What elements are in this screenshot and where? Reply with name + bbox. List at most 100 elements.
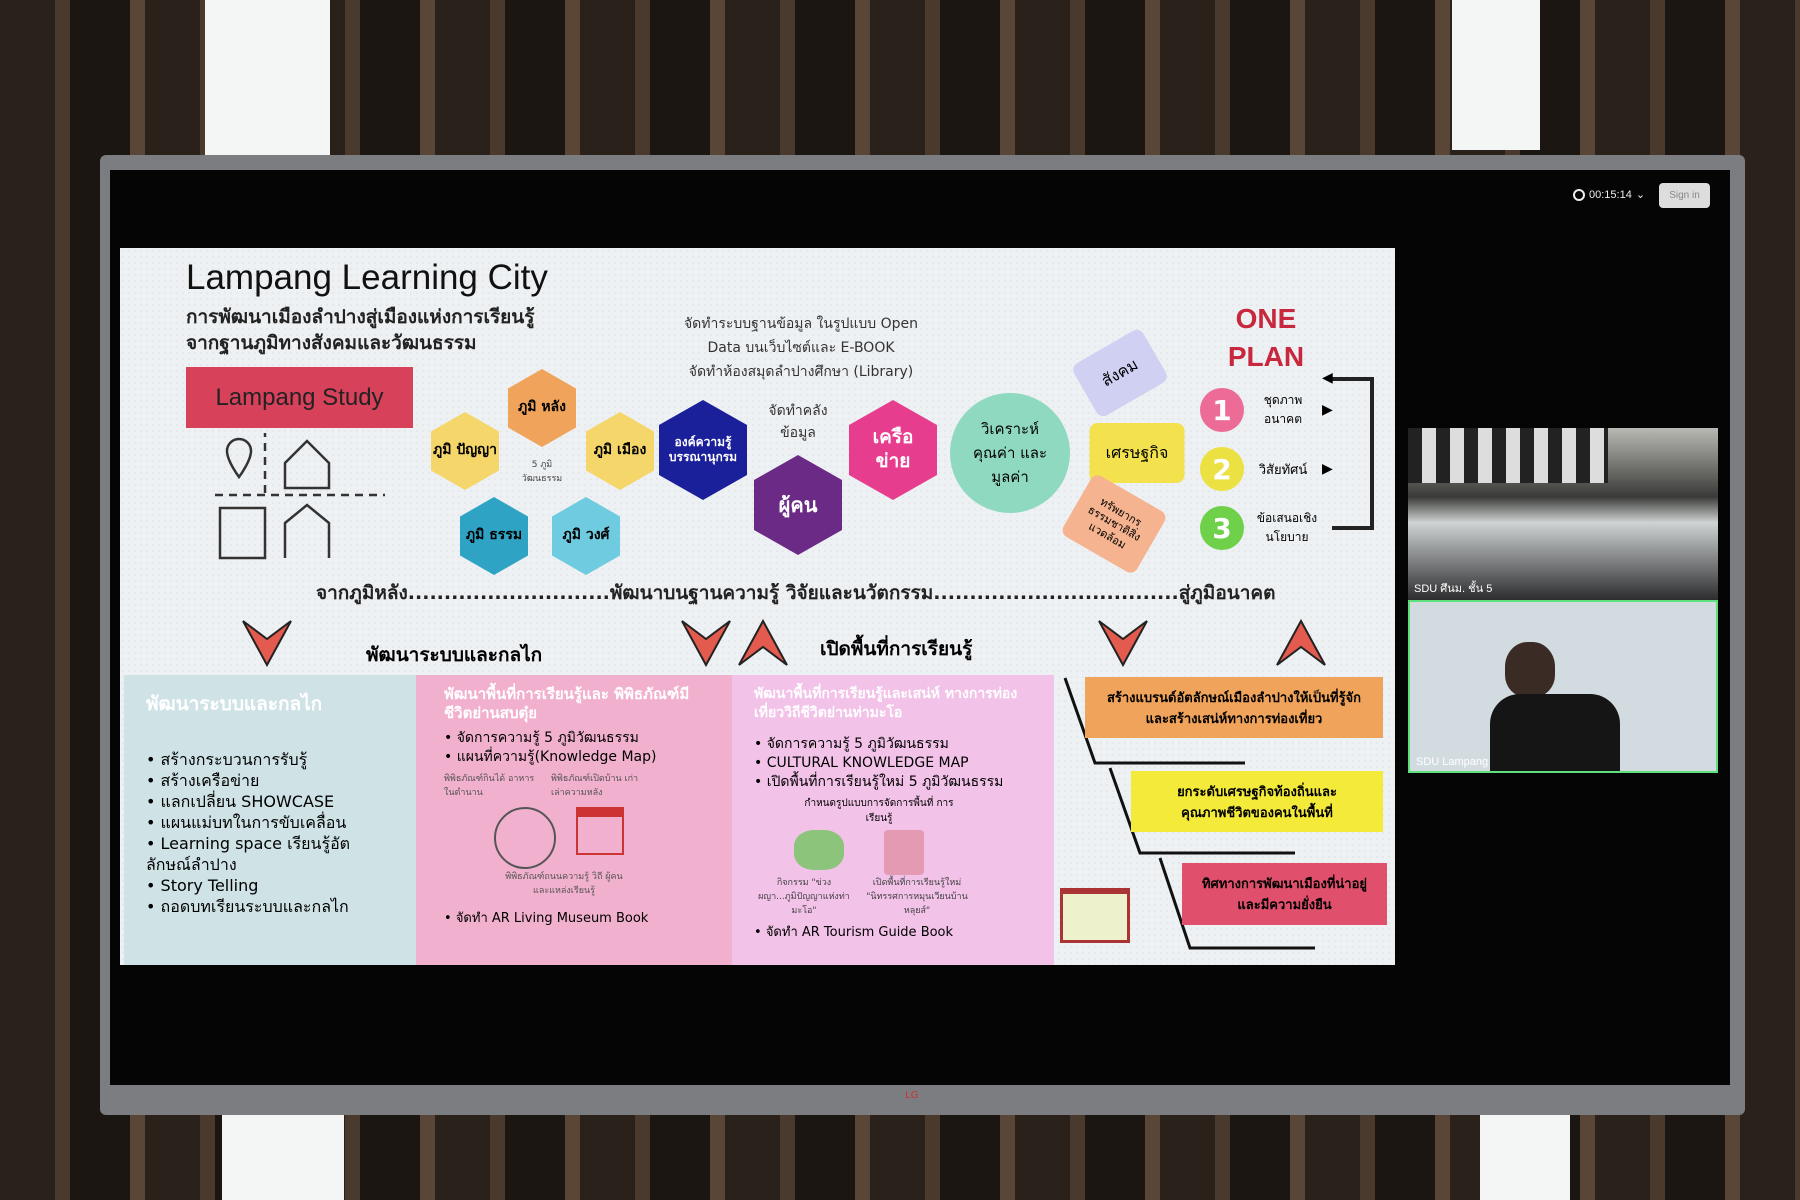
- list-item: ถอดบทเรียนระบบและกลไก: [146, 896, 394, 917]
- speaker-head: [1505, 642, 1555, 697]
- plan-label: ชุดภาพ อนาคต: [1263, 393, 1303, 426]
- video-feed: [1408, 428, 1608, 483]
- down-chevron-icon: [681, 620, 731, 668]
- speaker-body: [1490, 694, 1620, 771]
- slide-subtitle: การพัฒนาเมืองลำปางสู่เมืองแห่งการเรียนรู…: [186, 306, 535, 328]
- list-item: จัดทำ AR Living Museum Book: [444, 907, 704, 928]
- list-item: Story Telling: [146, 875, 394, 896]
- house-icon: [283, 439, 331, 490]
- food-plate-icon: [494, 807, 556, 869]
- goal-box-direction: ทิศทางการพัฒนาเมืองที่น่าอยู่และมีความยั…: [1182, 863, 1387, 925]
- plan-item: 2 วิสัยทัศน์ ▶: [1200, 447, 1333, 491]
- exhibition-icon: [884, 830, 924, 875]
- down-chevron-icon: [242, 620, 292, 668]
- window-light: [1480, 1105, 1570, 1200]
- one-plan-title: ONE PLAN: [1227, 303, 1305, 372]
- list-item: เปิดพื้นที่การเรียนรู้ใหม่ 5 ภูมิวัฒนธรร…: [754, 773, 1032, 792]
- caption: เปิดพื้นที่การเรียนรู้ใหม่ "นิทรรศการหมุ…: [866, 878, 968, 916]
- participant-name: SDU Lampang: [1416, 756, 1489, 768]
- shop-icon: [218, 506, 267, 560]
- list-item: CULTURAL KNOWLEDGE MAP: [754, 754, 1032, 773]
- caption: พิพิธภัณฑ์เปิดบ้าน เก่าเล่าความหลัง: [551, 774, 639, 798]
- museum-building-icon: [576, 807, 624, 855]
- analyze-circle: วิเคราะห์ คุณค่า และมูลค่า: [950, 393, 1070, 513]
- data-warehouse-text: จัดทำคลัง ข้อมูล: [768, 403, 828, 441]
- list-item: Learning space เรียนรู้อัตลักษณ์ลำปาง: [146, 833, 394, 875]
- stair-lines: [1063, 677, 1315, 950]
- panel-title: พัฒนาพื้นที่การเรียนรู้และ พิพิธภัณฑ์มีช…: [444, 685, 690, 722]
- list-item: แผนที่ความรู้(Knowledge Map): [444, 748, 704, 767]
- people-activity-icon: [794, 830, 844, 870]
- caption: พิพิธภัณฑ์กินได้ อาหารในตำนาน: [444, 774, 535, 798]
- petal-social: สังคม: [1070, 327, 1170, 419]
- video-tile-speaker[interactable]: SDU Lampang: [1408, 600, 1718, 773]
- hex-phum-panya: ภูมิ ปัญญา: [431, 412, 499, 490]
- five-phum-label: 5 ภูมิ วัฒนธรรม: [521, 460, 563, 484]
- play-arrow-icon: ▶: [1322, 461, 1333, 477]
- petal-resource: ทรัพยากร ธรรมชาติสิ่ง แวดล้อม: [1059, 472, 1169, 576]
- hex-phum-muang: ภูมิ เมือง: [586, 412, 654, 490]
- journey-banner: จากภูมิหลัง............................พ…: [316, 582, 1276, 604]
- list-item: จัดการความรู้ 5 ภูมิวัฒนธรรม: [444, 729, 704, 748]
- video-tile-room[interactable]: SDU ศึนม. ชั้น 5: [1408, 428, 1718, 600]
- data-text: จัดทำระบบฐานข้อมูล ในรูปแบบ Open Data บน…: [671, 312, 931, 384]
- caption: พิพิธภัณฑ์ถนนความรู้ วิถี ผู้คนและแหล่งเ…: [505, 872, 623, 896]
- caption: กิจกรรม "ข่วงผญา...ภูมิปัญญาแห่งท่ามะโอ": [758, 878, 850, 916]
- monitor-logo: LG: [905, 1090, 919, 1101]
- petal-economy: เศรษฐกิจ: [1089, 423, 1185, 483]
- plan-number: 2: [1200, 447, 1244, 491]
- window-light: [1452, 0, 1540, 150]
- hex-phum-tham: ภูมิ ธรรม: [460, 497, 528, 575]
- goal-box-economy: ยกระดับเศรษฐกิจท้องถิ่นและคุณภาพชีวิตของ…: [1131, 771, 1383, 832]
- activity-icons: [794, 830, 1032, 875]
- hex-people: ผู้คน: [754, 455, 842, 555]
- plan-item: 3 ข้อเสนอเชิง นโยบาย: [1200, 506, 1322, 550]
- hex-knowledge: องค์ความรู้ บรรณานุกรม: [659, 400, 747, 500]
- plan-item: 1 ชุดภาพ อนาคต ▶: [1200, 388, 1333, 432]
- participant-name: SDU ศึนม. ชั้น 5: [1414, 583, 1493, 595]
- plan-number: 1: [1200, 388, 1244, 432]
- panel-systems: พัฒนาระบบและกลไก สร้างกระบวนการรับรู้ สร…: [124, 675, 416, 965]
- timer-text: 00:15:14: [1589, 188, 1632, 201]
- plan-label: ข้อเสนอเชิง นโยบาย: [1256, 511, 1318, 544]
- panel-title: พัฒนาพื้นที่การเรียนรู้และเสน่ห์ ทางการท…: [754, 686, 1018, 721]
- arrow-left-icon: ◀: [1322, 370, 1333, 386]
- open-data-text: จัดทำระบบฐานข้อมูล ในรูปแบบ Open Data บน…: [683, 316, 919, 356]
- play-arrow-icon: ▶: [1322, 402, 1333, 418]
- list-item: แลกเปลี่ยน SHOWCASE: [146, 791, 394, 812]
- up-chevron-icon: [1276, 618, 1326, 666]
- window-light: [205, 0, 330, 155]
- list-item: สร้างเครือข่าย: [146, 770, 394, 791]
- list-item: จัดทำ AR Tourism Guide Book: [754, 921, 1032, 942]
- goal-box-brand: สร้างแบรนด์อัตลักษณ์เมืองลำปางให้เป็นที่…: [1085, 677, 1383, 738]
- plan-label: วิสัยทัศน์: [1258, 462, 1308, 478]
- caption: กำหนดรูปแบบการจัดการพื้นที่ การเรียนรู้: [804, 798, 954, 824]
- window-light: [222, 1110, 344, 1200]
- feedback-bracket: [1332, 377, 1374, 530]
- down-chevron-icon: [1098, 620, 1148, 668]
- chevron-down-icon: ⌄: [1635, 189, 1646, 201]
- museum-icons: [494, 807, 704, 869]
- section-heading: พัฒนาระบบและกลไก: [366, 644, 543, 666]
- location-pin-icon: [225, 437, 253, 480]
- meeting-timer[interactable]: 00:15:14 ⌄: [1573, 188, 1645, 201]
- library-text: จัดทำห้องสมุดลำปางศึกษา (Library): [688, 364, 914, 380]
- clock-icon: [1573, 188, 1585, 201]
- panel-title: พัฒนาระบบและกลไก: [146, 693, 323, 715]
- panel-tourism: พัฒนาพื้นที่การเรียนรู้และเสน่ห์ ทางการท…: [732, 675, 1054, 965]
- presentation-slide: Lampang Learning City การพัฒนาเมืองลำปาง…: [120, 248, 1395, 965]
- list-item: จัดการความรู้ 5 ภูมิวัฒนธรรม: [754, 735, 1032, 754]
- sign-in-button[interactable]: Sign in: [1659, 183, 1710, 208]
- hex-network: เครือ ข่าย: [849, 400, 937, 500]
- plan-number: 3: [1200, 506, 1244, 550]
- lampang-study-box: Lampang Study: [186, 367, 413, 428]
- slide-title: Lampang Learning City: [186, 258, 548, 297]
- panel-museum: พัฒนาพื้นที่การเรียนรู้และ พิพิธภัณฑ์มีช…: [416, 675, 732, 965]
- cafe-icon: [283, 503, 331, 558]
- hex-phum-wong: ภูมิ วงศ์: [552, 497, 620, 575]
- section-heading: เปิดพื้นที่การเรียนรู้: [820, 638, 973, 660]
- up-chevron-icon: [738, 618, 788, 666]
- slide-subtitle: จากฐานภูมิทางสังคมและวัฒนธรรม: [186, 332, 477, 354]
- list-item: แผนแม่บทในการขับเคลื่อน: [146, 812, 394, 833]
- table-arrow-icon: [1060, 888, 1130, 943]
